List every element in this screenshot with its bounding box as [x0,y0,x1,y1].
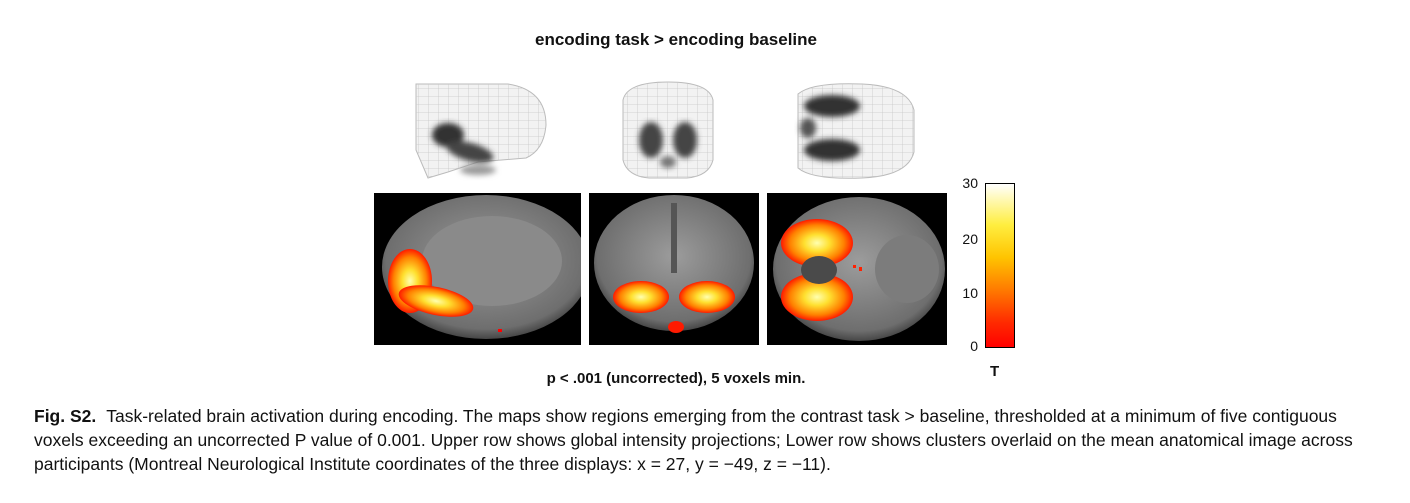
colorbar-tick: 0 [970,338,978,354]
threshold-note: p < .001 (uncorrected), 5 voxels min. [546,370,806,387]
coronal-glass-brain [622,81,714,179]
coronal-slice [589,193,759,345]
colorbar-label: T [990,363,1000,380]
caption-text: Task-related brain activation during enc… [34,406,1353,474]
sagittal-glass-brain [415,83,547,179]
sagittal-slice [374,193,581,345]
axial-glass-brain [797,83,915,179]
colorbar-tick: 20 [962,231,978,247]
figure-title: encoding task > encoding baseline [535,30,817,49]
figure-caption: Fig. S2.Task-related brain activation du… [34,404,1384,476]
colorbar [985,183,1015,348]
colorbar-tick: 10 [962,285,978,301]
axial-slice [767,193,947,345]
colorbar-tick: 30 [962,175,978,191]
caption-label: Fig. S2. [34,406,97,426]
